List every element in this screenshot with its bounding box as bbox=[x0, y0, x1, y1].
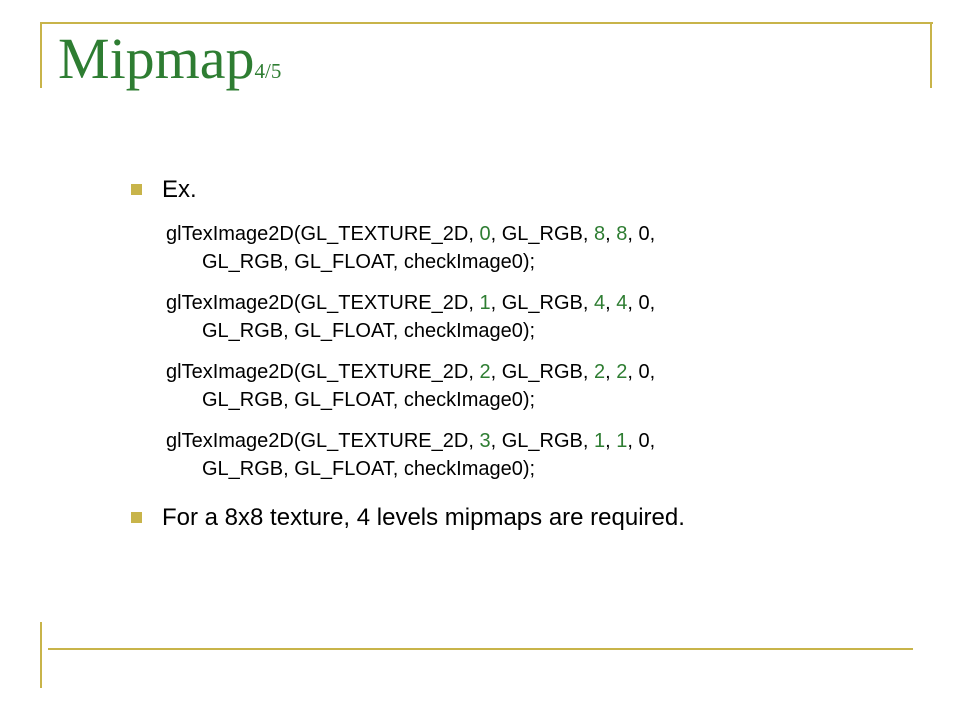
bottom-left-rule bbox=[40, 622, 42, 688]
code-mid: , GL_RGB, bbox=[490, 361, 594, 383]
tex-height: 4 bbox=[616, 292, 628, 314]
code-block-4: glTexImage2D(GL_TEXTURE_2D, 3, GL_RGB, 1… bbox=[166, 427, 866, 483]
bottom-rule bbox=[48, 648, 913, 650]
code-line-continuation: GL_RGB, GL_FLOAT, checkImage0); bbox=[202, 389, 536, 411]
code-mid: , GL_RGB, bbox=[490, 223, 594, 245]
tex-width: 4 bbox=[593, 292, 606, 314]
code-sep: , bbox=[605, 430, 617, 452]
slide-title-suffix: 4/5 bbox=[254, 59, 282, 83]
code-end: , 0, bbox=[627, 430, 656, 452]
code-end: , 0, bbox=[627, 361, 656, 383]
code-sep: , bbox=[605, 223, 617, 245]
bullet-summary: For a 8x8 texture, 4 levels mipmaps are … bbox=[162, 504, 685, 531]
code-block-3: glTexImage2D(GL_TEXTURE_2D, 2, GL_RGB, 2… bbox=[166, 358, 866, 414]
tex-height: 8 bbox=[616, 223, 628, 245]
code-line-continuation: GL_RGB, GL_FLOAT, checkImage0); bbox=[202, 251, 536, 273]
top-right-rule bbox=[930, 22, 932, 88]
code-block-2: glTexImage2D(GL_TEXTURE_2D, 1, GL_RGB, 4… bbox=[166, 289, 866, 345]
code-fn: glTexImage2D(GL_TEXTURE_2D, bbox=[166, 361, 480, 383]
code-line: glTexImage2D(GL_TEXTURE_2D, 3, GL_RGB, 1… bbox=[166, 427, 866, 455]
code-end: , 0, bbox=[627, 223, 656, 245]
mip-level: 2 bbox=[479, 361, 491, 383]
tex-height: 2 bbox=[616, 361, 628, 383]
code-line: glTexImage2D(GL_TEXTURE_2D, 1, GL_RGB, 4… bbox=[166, 289, 866, 317]
slide-title-text: Mipmap bbox=[58, 26, 255, 91]
tex-width: 2 bbox=[593, 361, 606, 383]
bullet-ex-label: Ex. bbox=[162, 176, 197, 203]
code-end: , 0, bbox=[627, 292, 656, 314]
top-rule bbox=[40, 22, 933, 24]
code-sep: , bbox=[605, 361, 617, 383]
code-mid: , GL_RGB, bbox=[490, 430, 594, 452]
code-mid: , GL_RGB, bbox=[490, 292, 594, 314]
code-line-continuation: GL_RGB, GL_FLOAT, checkImage0); bbox=[202, 320, 536, 342]
mip-level: 1 bbox=[479, 292, 491, 314]
code-fn: glTexImage2D(GL_TEXTURE_2D, bbox=[166, 223, 480, 245]
tex-width: 8 bbox=[593, 223, 606, 245]
code-block-1: glTexImage2D(GL_TEXTURE_2D, 0, GL_RGB, 8… bbox=[166, 220, 866, 276]
bullet-icon bbox=[131, 184, 142, 195]
top-left-rule bbox=[40, 22, 42, 88]
code-sep: , bbox=[605, 292, 617, 314]
tex-width: 1 bbox=[593, 430, 606, 452]
mip-level: 3 bbox=[479, 430, 491, 452]
bullet-icon bbox=[131, 512, 142, 523]
code-line-continuation: GL_RGB, GL_FLOAT, checkImage0); bbox=[202, 458, 536, 480]
code-fn: glTexImage2D(GL_TEXTURE_2D, bbox=[166, 430, 480, 452]
slide-title: Mipmap4/5 bbox=[58, 30, 281, 88]
tex-height: 1 bbox=[616, 430, 628, 452]
code-fn: glTexImage2D(GL_TEXTURE_2D, bbox=[166, 292, 480, 314]
mip-level: 0 bbox=[479, 223, 491, 245]
code-line: glTexImage2D(GL_TEXTURE_2D, 0, GL_RGB, 8… bbox=[166, 220, 866, 248]
code-line: glTexImage2D(GL_TEXTURE_2D, 2, GL_RGB, 2… bbox=[166, 358, 866, 386]
